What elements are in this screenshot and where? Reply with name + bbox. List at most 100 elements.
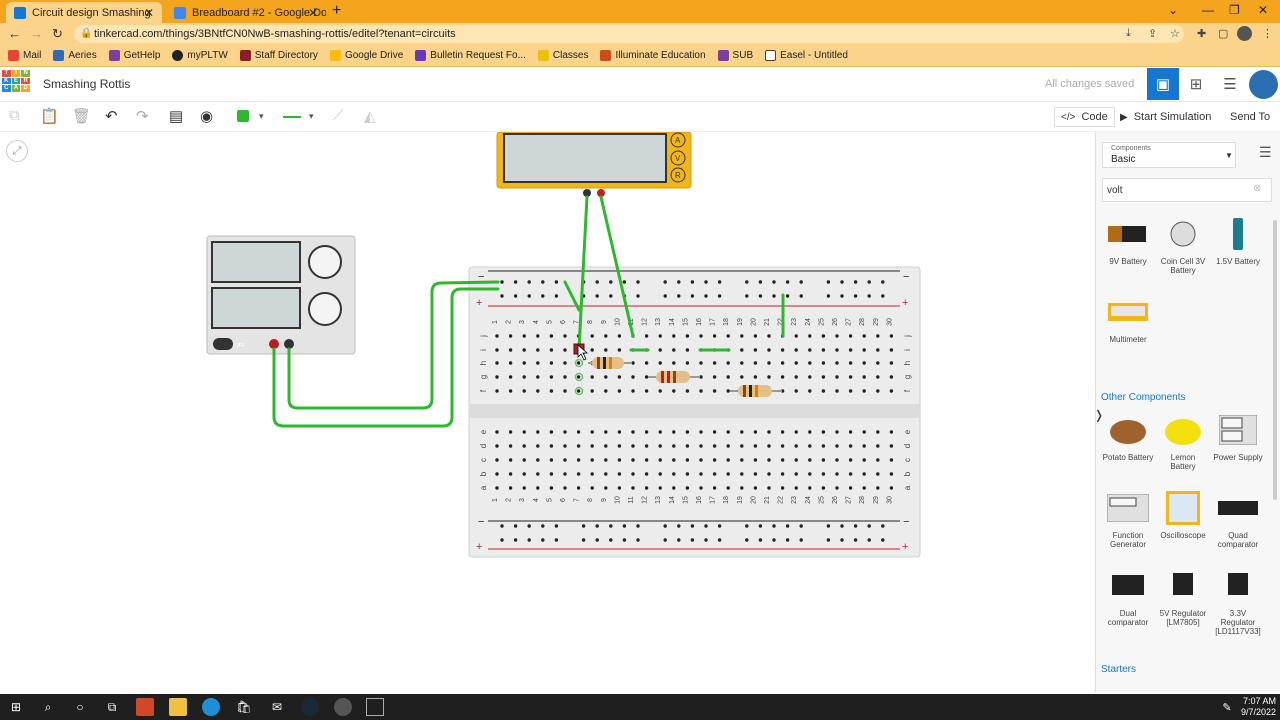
breadboard-hole[interactable] bbox=[753, 430, 758, 434]
breadboard-hole[interactable] bbox=[876, 458, 880, 462]
breadboard-hole[interactable] bbox=[513, 280, 518, 284]
power-supply[interactable] bbox=[206, 235, 356, 355]
breadboard-hole[interactable] bbox=[799, 524, 803, 528]
breadboard-hole[interactable] bbox=[617, 389, 622, 393]
breadboard-hole[interactable] bbox=[604, 348, 608, 352]
breadboard-hole[interactable] bbox=[726, 334, 730, 338]
breadboard-hole[interactable] bbox=[590, 430, 594, 434]
breadboard-hole[interactable] bbox=[495, 486, 499, 490]
breadboard-hole[interactable] bbox=[876, 486, 880, 490]
breadboard-hole[interactable] bbox=[495, 444, 499, 448]
breadboard-hole[interactable] bbox=[840, 524, 844, 528]
breadboard-hole[interactable] bbox=[848, 375, 853, 379]
breadboard-hole[interactable] bbox=[704, 294, 708, 298]
undo-icon[interactable]: ↶ bbox=[105, 108, 118, 125]
breadboard-hole[interactable] bbox=[658, 444, 662, 448]
bookmark-mypltw[interactable]: myPLTW bbox=[172, 50, 228, 61]
breadboard-hole[interactable] bbox=[867, 280, 871, 284]
breadboard-hole[interactable] bbox=[644, 375, 649, 379]
breadboard-hole[interactable] bbox=[617, 348, 622, 352]
breadboard-hole[interactable] bbox=[604, 430, 608, 434]
breadboard-hole[interactable] bbox=[808, 486, 812, 490]
breadboard-hole[interactable] bbox=[636, 280, 640, 284]
breadboard-hole[interactable] bbox=[767, 361, 771, 365]
breadboard-hole[interactable] bbox=[527, 294, 531, 298]
breadboard-hole[interactable] bbox=[785, 294, 790, 298]
wire-positive[interactable] bbox=[272, 287, 500, 428]
breadboard-hole[interactable] bbox=[726, 361, 730, 365]
breadboard-hole[interactable] bbox=[513, 294, 518, 298]
breadboard-hole[interactable] bbox=[541, 524, 545, 528]
breadboard-hole[interactable] bbox=[881, 538, 885, 542]
breadboard-hole[interactable] bbox=[690, 538, 695, 542]
wire-negative[interactable] bbox=[287, 280, 500, 410]
breadboard-hole[interactable] bbox=[862, 375, 866, 379]
breadboard-hole[interactable] bbox=[644, 334, 649, 338]
breadboard-hole[interactable] bbox=[658, 472, 662, 476]
url-field[interactable]: 🔒 tinkercad.com/things/3BNtfCN0NwB-smash… bbox=[74, 25, 1184, 43]
meter-positive-probe[interactable] bbox=[597, 189, 605, 197]
breadboard-hole[interactable] bbox=[563, 334, 567, 338]
breadboard-hole[interactable] bbox=[740, 444, 744, 448]
breadboard-hole[interactable] bbox=[581, 524, 586, 528]
breadboard-hole[interactable] bbox=[617, 334, 622, 338]
breadboard-hole[interactable] bbox=[808, 444, 812, 448]
breadboard-hole[interactable] bbox=[712, 361, 717, 365]
breadboard-hole[interactable] bbox=[712, 458, 717, 462]
breadboard-hole[interactable] bbox=[549, 486, 554, 490]
component-multimeter[interactable]: Multimeter bbox=[1102, 292, 1154, 344]
breadboard-hole[interactable] bbox=[595, 294, 599, 298]
breadboard-hole[interactable] bbox=[595, 524, 599, 528]
zoom-to-fit-icon[interactable]: ⤢ bbox=[6, 140, 28, 162]
breadboard-hole[interactable] bbox=[536, 334, 540, 338]
breadboard-hole[interactable] bbox=[740, 472, 744, 476]
breadboard-hole[interactable] bbox=[780, 472, 785, 476]
breadboard-hole[interactable] bbox=[663, 294, 667, 298]
breadboard-hole[interactable] bbox=[867, 294, 871, 298]
breadboard-hole[interactable] bbox=[604, 472, 608, 476]
breadboard-hole[interactable] bbox=[536, 375, 540, 379]
breadboard-hole[interactable] bbox=[780, 375, 785, 379]
breadboard-hole[interactable] bbox=[590, 444, 594, 448]
breadboard-hole[interactable] bbox=[840, 538, 844, 542]
breadboard-hole[interactable] bbox=[527, 538, 531, 542]
breadboard-hole[interactable] bbox=[862, 389, 866, 393]
resistor[interactable] bbox=[730, 385, 782, 397]
send-to-button[interactable]: Send To bbox=[1230, 111, 1271, 123]
breadboard-hole[interactable] bbox=[527, 280, 531, 284]
breadboard-hole[interactable] bbox=[740, 334, 744, 338]
breadboard-hole[interactable] bbox=[554, 538, 559, 542]
breadboard-hole[interactable] bbox=[644, 444, 649, 448]
breadboard-hole[interactable] bbox=[785, 538, 790, 542]
breadboard-hole[interactable] bbox=[835, 375, 839, 379]
breadboard-hole[interactable] bbox=[672, 486, 676, 490]
breadboard-hole[interactable] bbox=[631, 389, 635, 393]
component-5v-regulator[interactable]: 5V Regulator [LM7805] bbox=[1157, 566, 1209, 627]
breadboard-hole[interactable] bbox=[740, 361, 744, 365]
breadboard-hole[interactable] bbox=[712, 389, 717, 393]
breadboard-hole[interactable] bbox=[853, 294, 858, 298]
breadboard-hole[interactable] bbox=[522, 430, 526, 434]
breadboard-hole[interactable] bbox=[699, 472, 703, 476]
breadboard-hole[interactable] bbox=[500, 294, 504, 298]
breadboard-hole[interactable] bbox=[840, 280, 844, 284]
menu-icon[interactable]: ⋮ bbox=[1262, 28, 1273, 40]
breadboard-hole[interactable] bbox=[541, 294, 545, 298]
breadboard-hole[interactable] bbox=[821, 486, 826, 490]
breadboard-hole[interactable] bbox=[862, 348, 866, 352]
bookmark-easel[interactable]: Easel - Untitled bbox=[765, 50, 848, 61]
breadboard-hole[interactable] bbox=[821, 375, 826, 379]
breadboard-hole[interactable] bbox=[617, 472, 622, 476]
breadboard-hole[interactable] bbox=[685, 430, 690, 434]
breadboard-hole[interactable] bbox=[508, 486, 513, 490]
mode-ammeter[interactable]: A bbox=[675, 136, 681, 145]
breadboard-hole[interactable] bbox=[522, 375, 526, 379]
breadboard-hole[interactable] bbox=[513, 524, 518, 528]
breadboard-hole[interactable] bbox=[740, 375, 744, 379]
breadboard-hole[interactable] bbox=[712, 430, 717, 434]
breadboard-hole[interactable] bbox=[563, 348, 567, 352]
breadboard-hole[interactable] bbox=[876, 375, 880, 379]
breadboard-hole[interactable] bbox=[821, 458, 826, 462]
current-knob[interactable] bbox=[308, 292, 342, 326]
breadboard-hole[interactable] bbox=[799, 538, 803, 542]
